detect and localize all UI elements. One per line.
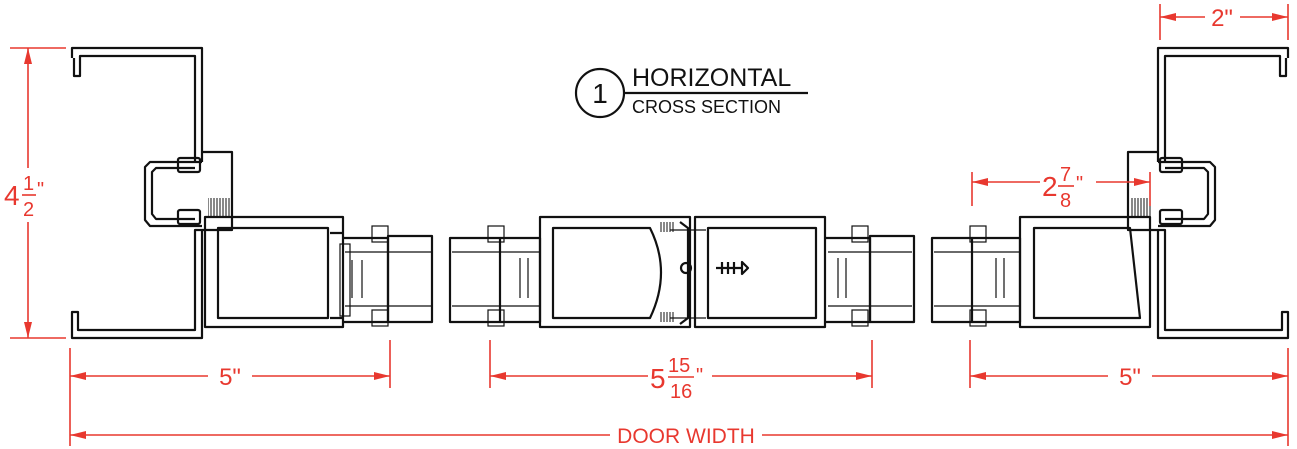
dim-pivot-whole: 2: [1042, 171, 1058, 202]
dim-meeting-whole: 5: [650, 363, 666, 394]
dim-meeting-unit: ": [696, 365, 703, 387]
dim-meeting-den: 16: [670, 381, 692, 403]
dim-frame-face: 2": [1159, 4, 1289, 40]
right-center-glazing: [825, 225, 916, 327]
dim-door-width-label: DOOR WIDTH: [617, 425, 755, 448]
dim-frame-depth-whole: 4: [4, 180, 20, 211]
dim-meeting-stiles: 5 15 16 ": [489, 340, 873, 403]
dim-right-stile: 5": [969, 340, 1289, 391]
title-line-2: CROSS SECTION: [632, 97, 781, 117]
left-center-glazing: [448, 225, 542, 327]
dim-frame-depth-unit: ": [37, 179, 44, 201]
left-jamb-frame: [70, 46, 234, 340]
dim-right-stile-label: 5": [1119, 364, 1141, 391]
dim-pivot: 2 7 8 ": [971, 164, 1151, 212]
dim-pivot-unit: ": [1076, 173, 1083, 195]
title-line-1: HORIZONTAL: [632, 64, 791, 92]
dim-door-width: DOOR WIDTH: [69, 388, 1289, 448]
dim-frame-depth-den: 2: [23, 199, 34, 221]
dim-frame-face-label: 2": [1211, 5, 1233, 32]
meeting-stiles: [538, 215, 827, 329]
left-door-stile: [203, 215, 434, 329]
section-title: 1 HORIZONTAL CROSS SECTION: [574, 64, 808, 119]
dim-pivot-num: 7: [1060, 164, 1071, 186]
right-door-stile: [930, 198, 1152, 329]
dim-pivot-den: 8: [1060, 190, 1071, 212]
dim-left-stile-label: 5": [219, 364, 241, 391]
dim-meeting-num: 15: [668, 355, 690, 377]
dim-left-stile: 5": [69, 340, 391, 391]
dim-frame-depth-num: 1: [23, 173, 34, 195]
section-number: 1: [592, 78, 608, 109]
right-jamb-frame: [1126, 46, 1290, 340]
dim-frame-depth: 4 1 2 ": [4, 47, 66, 339]
